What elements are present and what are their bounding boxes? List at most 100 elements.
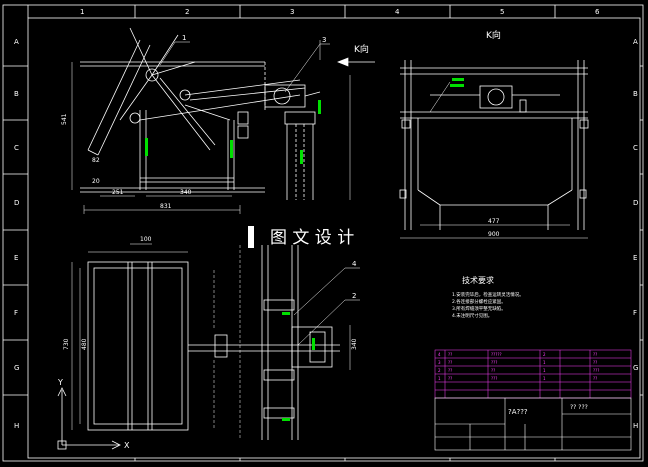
callout-3: 3	[322, 36, 326, 44]
parts-list	[434, 349, 632, 399]
column-label: 6	[595, 8, 600, 16]
dim-text: 831	[160, 203, 172, 210]
row-label: E	[633, 254, 637, 262]
note-line: 2.各连接部分螺栓应紧固。	[452, 298, 506, 305]
part-no: 1	[438, 376, 441, 381]
dim-text: 900	[488, 231, 500, 238]
title-block	[434, 397, 632, 451]
front-view-dimension-text: 477 900 K向	[486, 29, 501, 238]
dim-text: 340	[180, 189, 192, 196]
column-label: 5	[500, 8, 504, 16]
note-line: 3.所有焊缝须平整无缺陷。	[452, 305, 506, 312]
ucs-axis-labels: Y X	[57, 378, 130, 450]
dim-text: 730	[63, 338, 70, 350]
front-view-dimensions	[400, 224, 588, 239]
row-label: C	[633, 144, 638, 152]
view-arrow	[337, 57, 375, 67]
side-view-dimensions	[71, 40, 351, 214]
row-label: C	[14, 144, 19, 152]
row-label: B	[633, 90, 638, 98]
part-spec: ?????	[491, 352, 502, 357]
part-name: ??	[448, 368, 452, 373]
part-note: ??	[593, 352, 597, 357]
dim-text: 251	[112, 189, 124, 196]
part-note: ??	[593, 360, 597, 365]
part-qty: 1	[543, 376, 546, 381]
view-direction-label: K向	[486, 29, 501, 41]
part-note: ???	[593, 368, 599, 373]
row-label: D	[14, 199, 19, 207]
callout-1: 1	[182, 34, 186, 42]
watermark-banner: 图 文 设 计	[244, 220, 392, 250]
part-name: ??	[448, 360, 452, 365]
side-view-leaders	[159, 41, 330, 93]
part-name: ??	[448, 352, 452, 357]
side-view-dimension-text: 541 251 340 831 82 20	[61, 113, 192, 210]
sheet-frame	[2, 4, 644, 462]
drawing-name: ?? ???	[570, 404, 588, 411]
dim-text: 477	[488, 218, 500, 225]
dim-text: 82	[92, 157, 100, 164]
part-no: 4	[438, 352, 441, 357]
part-spec: ??	[491, 368, 495, 373]
column-label: 2	[185, 8, 189, 16]
part-qty: 1	[543, 368, 546, 373]
side-view	[80, 27, 321, 200]
watermark-text: 图 文 设 计	[270, 228, 354, 248]
frame-labels: 1 2 3 4 5 6 A B C D E F G H A B C D E F …	[14, 8, 638, 430]
row-label: H	[14, 422, 19, 430]
dim-text: 541	[61, 113, 68, 125]
side-view-green-notes	[145, 100, 321, 164]
callout-4: 4	[352, 260, 357, 268]
dim-text: 20	[92, 178, 100, 185]
plan-green-notes	[282, 312, 315, 421]
row-label: A	[633, 38, 638, 46]
row-label: A	[14, 38, 19, 46]
plan-view	[87, 245, 340, 440]
front-leader	[429, 81, 451, 113]
front-view-green-notes	[450, 78, 464, 87]
part-note: ??	[593, 376, 597, 381]
callout-2: 2	[352, 292, 356, 300]
part-qty: 2	[543, 352, 546, 357]
part-name: ??	[448, 376, 452, 381]
axis-x-label: X	[124, 441, 130, 450]
plan-leaders	[293, 267, 360, 346]
note-line: 4.未注明尺寸见图。	[452, 312, 492, 319]
drawing-title: ?A???	[508, 408, 528, 416]
row-label: E	[14, 254, 18, 262]
column-label: 4	[395, 8, 400, 16]
plan-dimension-text: 100 730 480 340	[63, 236, 358, 350]
row-label: G	[14, 364, 19, 372]
axis-y-label: Y	[57, 378, 63, 387]
technical-notes: 技术要求 1.安装完毕后，检查运转灵活情况。 2.各连接部分螺栓应紧固。 3.所…	[452, 275, 524, 319]
row-label: F	[14, 309, 18, 317]
plan-dimensions	[71, 243, 351, 430]
note-line: 1.安装完毕后，检查运转灵活情况。	[452, 291, 524, 298]
parts-list-text: 4 ?? ????? 2 ?? 3 ?? ??? 1 ?? 2 ?? ?? 1 …	[438, 352, 599, 381]
part-spec: ???	[491, 376, 497, 381]
row-label: H	[633, 422, 638, 430]
part-no: 2	[438, 368, 441, 373]
row-label: F	[633, 309, 637, 317]
row-label: G	[633, 364, 638, 372]
column-label: 1	[80, 8, 84, 16]
part-spec: ???	[491, 360, 497, 365]
plan-callouts: 4 2	[352, 260, 357, 300]
dim-text: 480	[81, 338, 88, 350]
dim-text: 100	[140, 236, 152, 243]
front-view	[399, 60, 589, 230]
side-view-callouts: 1 3 K向	[182, 34, 369, 55]
dim-text: 340	[351, 338, 358, 350]
title-block-text: ?A??? ?? ???	[508, 404, 588, 416]
view-direction-label: K向	[354, 43, 369, 55]
plan-dashed	[213, 245, 241, 440]
notes-title: 技术要求	[462, 275, 494, 285]
column-label: 3	[290, 8, 294, 16]
row-label: B	[14, 90, 19, 98]
part-no: 3	[438, 360, 441, 365]
ucs-axis-icon	[57, 387, 121, 450]
part-qty: 1	[543, 360, 546, 365]
